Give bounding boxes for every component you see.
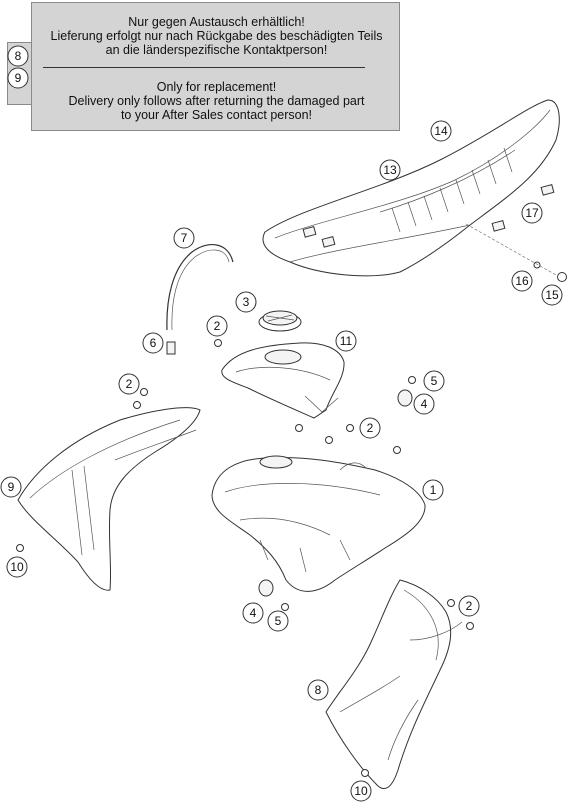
callout-5-top: 5 [423,370,445,392]
svg-text:15: 15 [545,288,559,302]
callout-11: 11 [335,330,357,352]
part-tank-cover [221,342,345,419]
part-screws [16,339,474,777]
part-fuel-tank [211,455,426,592]
svg-text:1: 1 [430,483,437,497]
part-seat-screw [465,223,567,282]
notice-english-text: Only for replacement! Delivery only foll… [68,80,365,122]
svg-text:9: 9 [15,71,22,85]
svg-text:9: 9 [8,480,15,494]
svg-text:8: 8 [315,683,322,697]
callout-3: 3 [235,291,257,313]
callout-7: 7 [173,227,195,249]
notice-callout-8: 8 [7,45,29,67]
replacement-notice: Nur gegen Austausch erhältlich! Lieferun… [31,2,400,131]
svg-text:3: 3 [243,295,250,309]
svg-text:4: 4 [421,397,428,411]
part-seat-clips [302,183,555,248]
callout-10-left: 10 [6,556,28,578]
callout-2-mid: 2 [359,417,381,439]
svg-text:5: 5 [275,614,282,628]
part-fuel-cap [258,310,302,332]
svg-text:2: 2 [367,421,374,435]
svg-text:2: 2 [466,599,473,613]
callout-8: 8 [307,679,329,701]
callout-1: 1 [422,479,444,501]
callout-17: 17 [521,202,543,224]
svg-text:6: 6 [150,336,157,350]
callout-10-bottom: 10 [350,780,372,802]
svg-text:13: 13 [383,163,397,177]
callout-2-top: 2 [206,315,228,337]
svg-text:11: 11 [340,334,353,348]
part-left-shroud [17,407,201,591]
svg-text:17: 17 [525,206,539,220]
callout-4-top: 4 [413,393,435,415]
part-washer [533,261,541,269]
callout-2-left: 2 [118,373,140,395]
notice-german-text: Nur gegen Austausch erhältlich! Lieferun… [50,15,383,57]
svg-text:14: 14 [434,124,448,138]
part-breather-hose [166,244,234,331]
svg-text:8: 8 [15,49,22,63]
callout-16: 16 [511,270,533,292]
svg-text:2: 2 [126,377,133,391]
part-rubber-bushing [258,389,413,597]
svg-text:10: 10 [10,560,24,574]
callout-14: 14 [430,120,452,142]
notice-callout-9: 9 [7,67,29,89]
callout-15: 15 [541,284,563,306]
callout-2-right: 2 [458,595,480,617]
svg-text:4: 4 [250,606,257,620]
svg-text:5: 5 [431,374,438,388]
callout-13: 13 [379,159,401,181]
callout-5-bottom: 5 [267,610,289,632]
callout-4-bottom: 4 [242,602,264,624]
svg-text:16: 16 [515,274,529,288]
callout-9: 9 [0,476,22,498]
svg-text:2: 2 [214,319,221,333]
callout-6: 6 [142,332,164,354]
part-seat [262,99,560,277]
notice-divider [43,67,365,68]
svg-text:7: 7 [181,231,188,245]
part-right-shroud [325,579,463,790]
svg-text:10: 10 [354,784,368,798]
